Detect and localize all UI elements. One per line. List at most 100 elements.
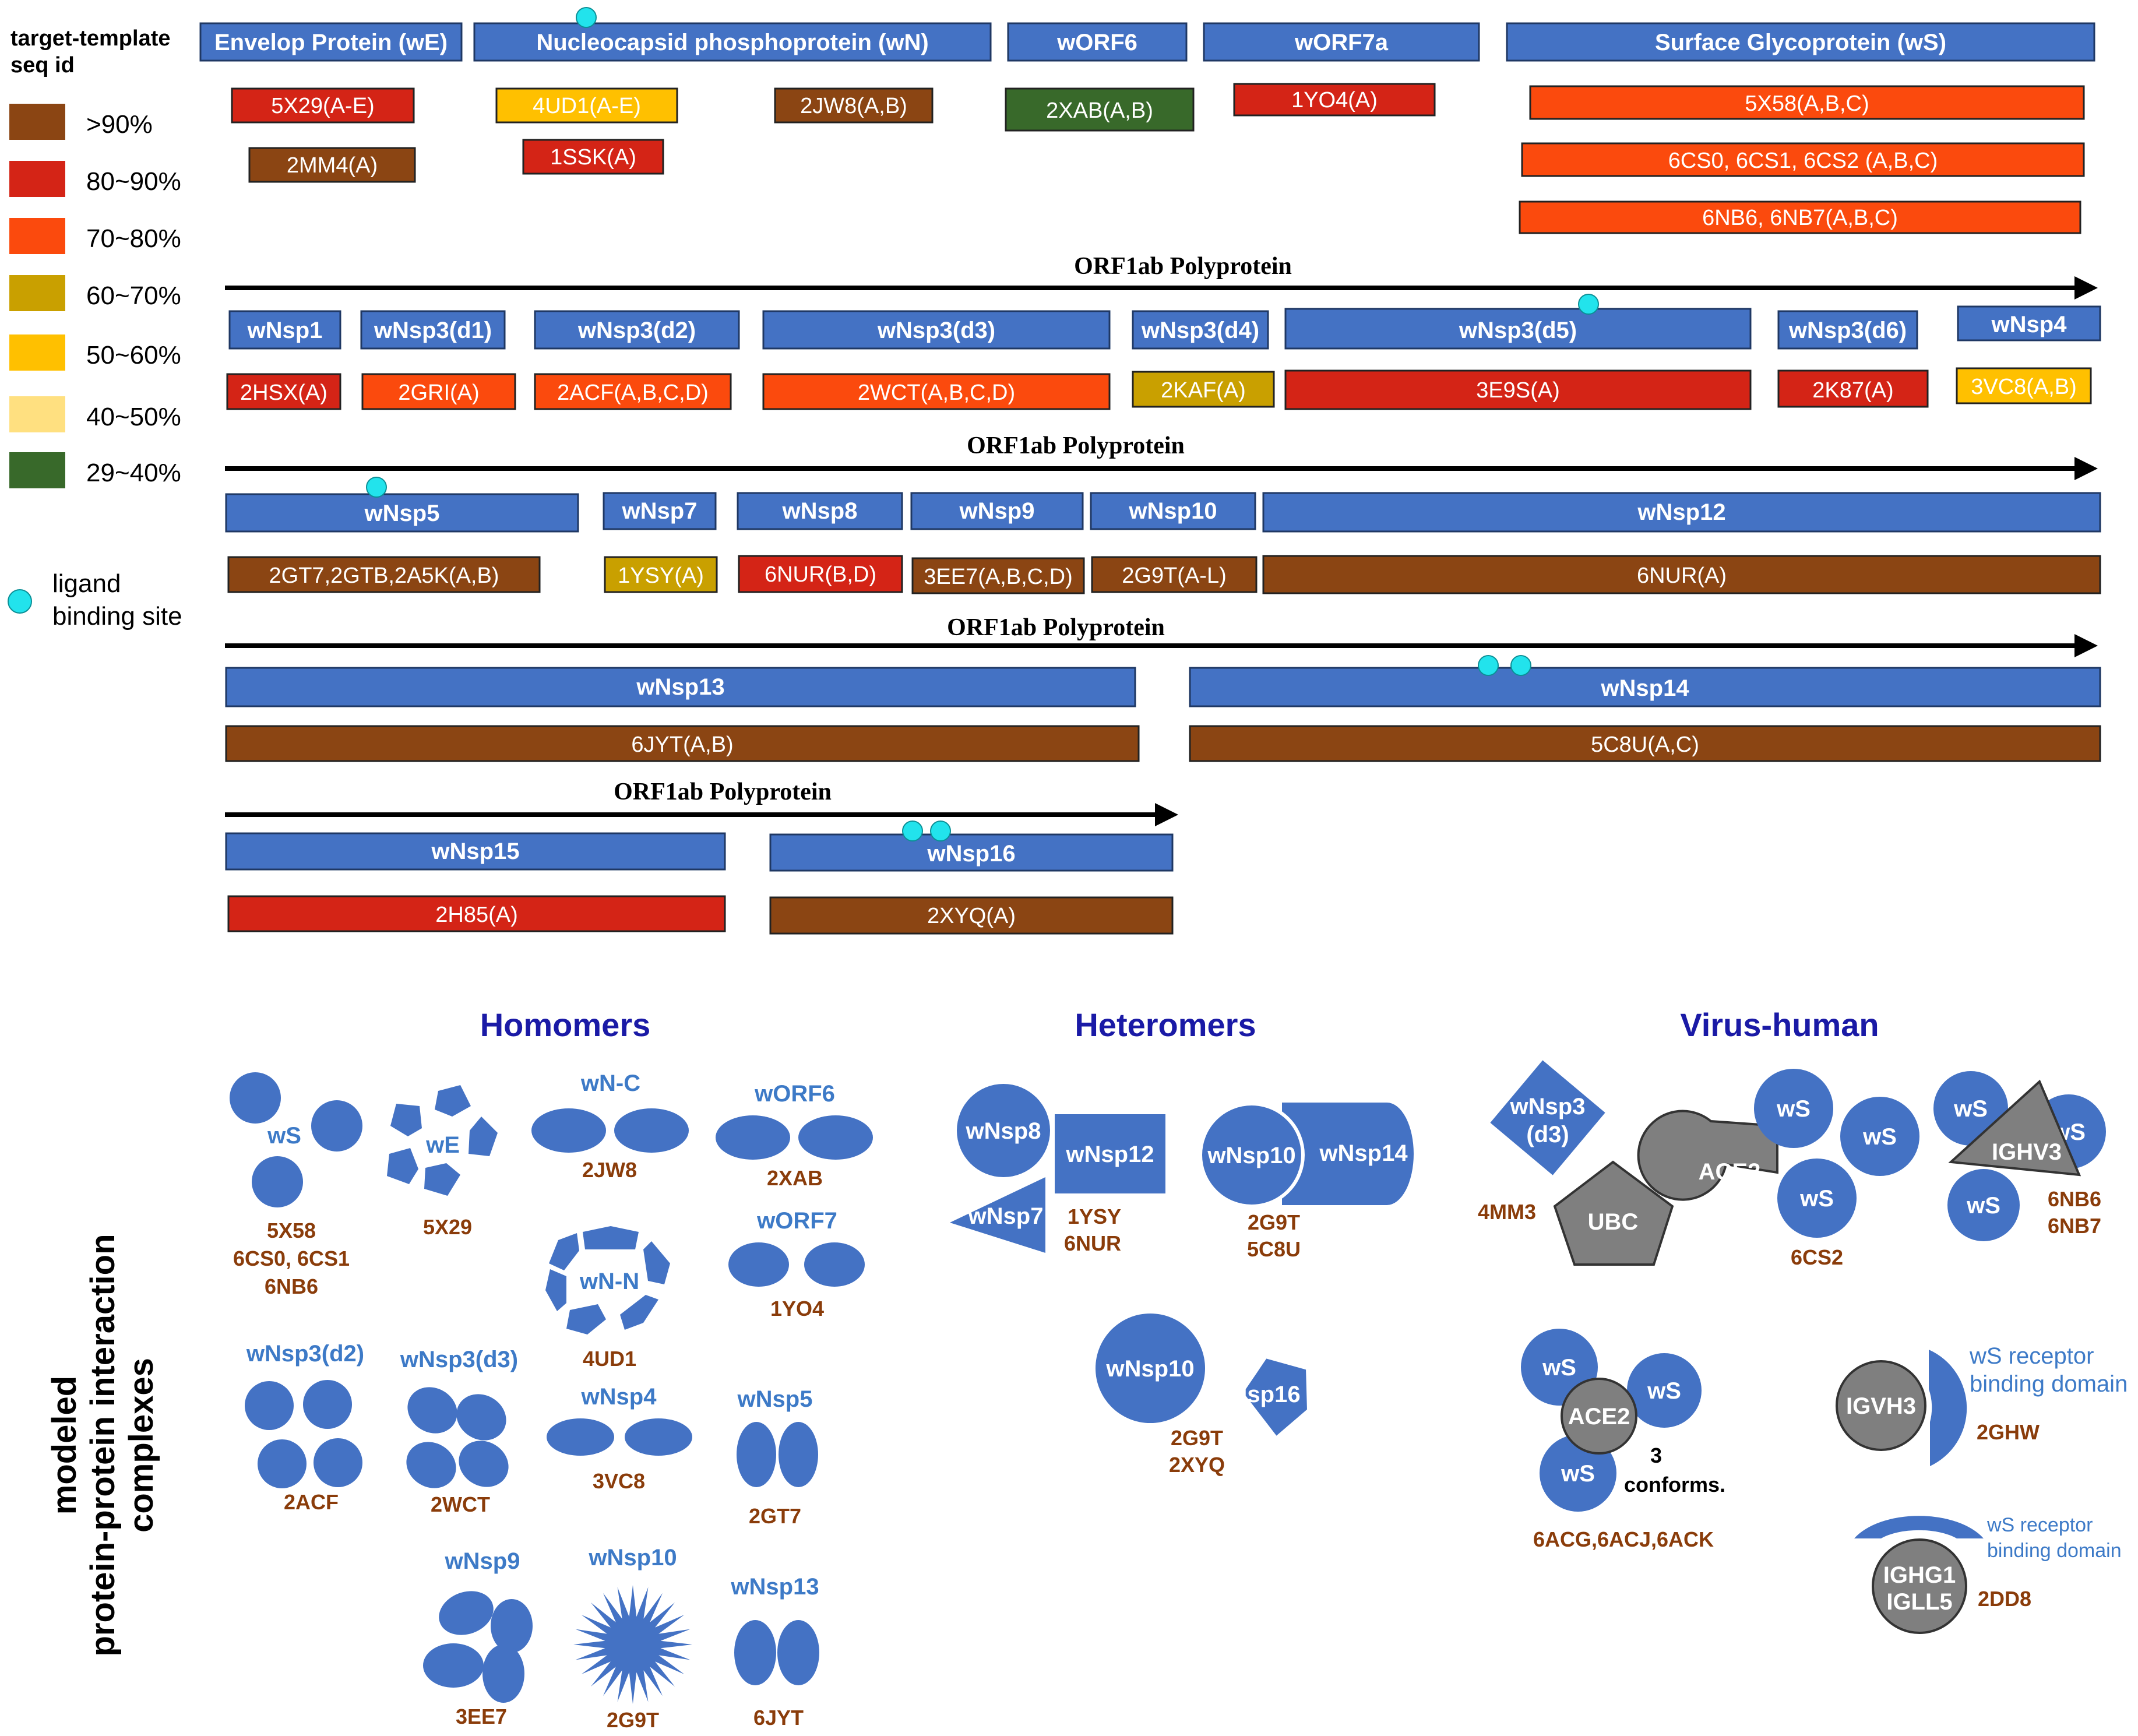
side-label: modeled protein-protein interaction comp… (45, 1234, 160, 1657)
rbd-a-line1: wS receptor (1969, 1343, 2094, 1369)
pdb-label: 6ACG,6ACJ,6ACK (1533, 1527, 1714, 1551)
nsp10-shape-b (1096, 1314, 1205, 1423)
template-6cs0: 6CS0, 6CS1, 6CS2 (A,B,C) (1668, 149, 1938, 173)
template-3vc8: 3VC8(A,B) (1971, 375, 2077, 399)
nsp13-label: wNsp13 (730, 1574, 819, 1600)
domain-wnsp15: wNsp15 (431, 839, 519, 864)
worf6-subunit (798, 1115, 873, 1160)
pdb-label: 4MM3 (1478, 1200, 1536, 1224)
orf1ab-row-4: ORF1ab Polyprotein wNsp15 wNsp16 2H85(A)… (225, 779, 1178, 935)
nsp9-subunit (482, 1645, 524, 1703)
template-2kaf: 2KAF(A) (1161, 378, 1246, 403)
pdb-label: 6JYT (753, 1706, 804, 1730)
vh-d3-line2: (d3) (1526, 1122, 1569, 1147)
pdb-label: 2XYQ (1169, 1453, 1225, 1477)
ighv3-shape (1948, 1079, 2081, 1177)
worf6-label: wORF6 (754, 1081, 835, 1107)
ws-label: wS (1776, 1096, 1811, 1122)
ligand-site-icon (8, 589, 32, 614)
template-2xab: 2XAB(A,B) (1046, 98, 1153, 123)
ligand-site-nsp5 (366, 477, 387, 498)
domain-wnsp3-d1: wNsp3(d1) (374, 318, 492, 343)
ighg1-igll5-shape (1872, 1538, 1967, 1634)
d2-subunit (314, 1438, 362, 1487)
ubc-shape (1553, 1160, 1674, 1266)
pdb-label: 4UD1 (583, 1347, 636, 1371)
ligand-site-nsp16-a (902, 821, 923, 841)
ace2-label-a: ACE2 (1699, 1159, 1761, 1185)
template-6nb6: 6NB6, 6NB7(A,B,C) (1702, 206, 1898, 230)
legend-ligand-line1: ligand (52, 569, 121, 598)
conform-label: conforms. (1624, 1473, 1725, 1496)
nsp9-subunit (491, 1599, 533, 1653)
worf7-subunit (804, 1242, 865, 1287)
legend-header-line2: seq id (10, 53, 75, 78)
template-2k87: 2K87(A) (1812, 378, 1893, 403)
domain-we: Envelop Protein (wE) (214, 30, 448, 55)
wnc-subunit (614, 1108, 689, 1153)
legend-label-80-90: 80~90% (86, 167, 181, 196)
orf1ab-row-3: ORF1ab Polyprotein wNsp13 wNsp14 6JYT(A,… (225, 614, 2101, 762)
d3-label: wNsp3(d3) (400, 1347, 518, 1372)
domain-wnsp8: wNsp8 (782, 498, 858, 524)
template-2wct: 2WCT(A,B,C,D) (858, 381, 1015, 405)
ws-shape (1777, 1158, 1857, 1238)
pdb-label: 2XAB (767, 1166, 823, 1190)
pdb-label: 6NB6 (2048, 1187, 2101, 1211)
template-5x58: 5X58(A,B,C) (1745, 91, 1869, 116)
side-label-line2: protein-protein interaction (84, 1234, 122, 1657)
pdb-label: 2DD8 (1978, 1587, 2031, 1611)
pdb-label: 2G9T (1248, 1210, 1300, 1234)
we-label: wE (425, 1132, 460, 1158)
domain-worf7a: wORF7a (1294, 30, 1389, 55)
ws-label: wS (1647, 1378, 1681, 1404)
pdb-label: 6CS0, 6CS1 (233, 1246, 350, 1270)
structural-proteins: Envelop Protein (wE) Nucleocapsid phosph… (199, 7, 2095, 234)
homomers-section: Homomers wS 5X58 6CS0, 6CS1 6NB6 wE 5X29… (230, 1006, 873, 1732)
nsp13-subunit (777, 1620, 819, 1685)
pdb-label: 1YO4 (770, 1297, 824, 1321)
ighv3-label: IGHV3 (1992, 1139, 2062, 1165)
legend-label-gt90: >90% (86, 110, 153, 139)
pdb-label: 2ACF (284, 1490, 339, 1514)
ws-label: wS (1799, 1186, 1834, 1212)
d3-diamond (1490, 1060, 1605, 1175)
worf6-subunit (716, 1115, 790, 1160)
nsp4-subunit (547, 1418, 614, 1456)
ligand-site-wn (576, 7, 597, 28)
domain-wnsp4: wNsp4 (1991, 312, 2067, 337)
nsp8-shape (957, 1084, 1050, 1177)
ws-shape (1754, 1069, 1833, 1148)
side-label-line3: complexes (122, 1358, 160, 1533)
ws-label: wS (1966, 1193, 2000, 1219)
template-2mm4: 2MM4(A) (287, 153, 378, 178)
rbd-shape-a (1929, 1350, 1967, 1466)
domain-wnsp5: wNsp5 (364, 501, 440, 526)
legend-swatch-29-40 (9, 452, 65, 488)
domain-wn: Nucleocapsid phosphoprotein (wN) (536, 30, 928, 55)
template-2hsx: 2HSX(A) (240, 381, 327, 405)
template-1ysy: 1YSY(A) (618, 564, 704, 588)
pdb-label: 6CS2 (1791, 1245, 1843, 1269)
domain-wnsp3-d4: wNsp3(d4) (1141, 318, 1259, 343)
ws-label: wS (1542, 1355, 1576, 1381)
d3-subunit (459, 1441, 509, 1487)
template-2acf: 2ACF(A,B,C,D) (557, 381, 709, 405)
nsp7-label: wNsp7 (968, 1203, 1044, 1229)
pdb-label: 6NB6 (265, 1274, 318, 1298)
ws-shape (1627, 1353, 1702, 1428)
pdb-label: 6NUR (1064, 1231, 1121, 1255)
d3-subunit (407, 1387, 457, 1434)
pdb-label: 2GHW (1977, 1420, 2040, 1444)
d3-subunit (406, 1442, 456, 1488)
pdb-label: 5X29 (423, 1215, 472, 1239)
orf1ab-label-1: ORF1ab Polyprotein (1074, 253, 1292, 280)
ligand-site-d5 (1578, 294, 1599, 315)
domain-wnsp12: wNsp12 (1637, 499, 1725, 525)
nsp5-label: wNsp5 (737, 1386, 813, 1412)
nsp10-shape-a (1199, 1102, 1305, 1208)
heteromers-section: Heteromers wNsp8 wNsp12 wNsp7 1YSY 6NUR … (950, 1006, 1414, 1477)
homomers-title: Homomers (480, 1006, 651, 1043)
